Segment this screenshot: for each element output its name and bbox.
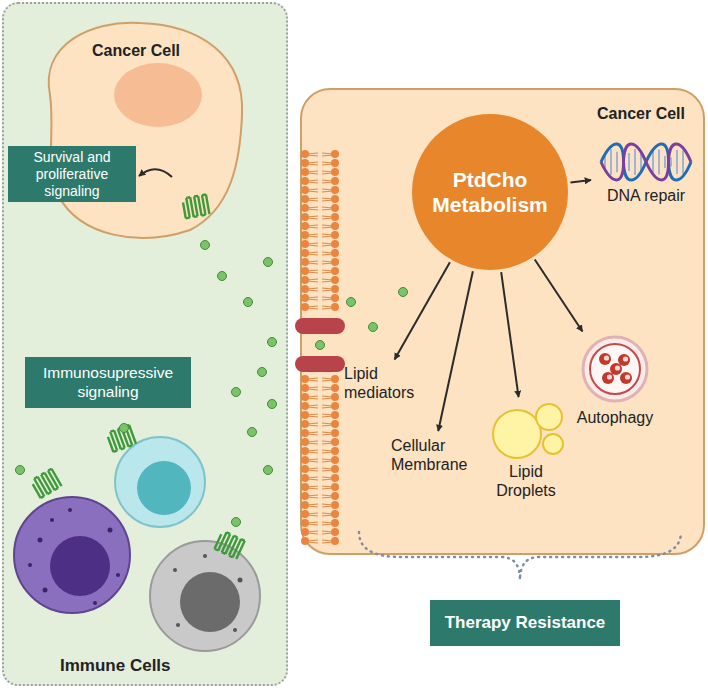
node-text: Lipid Droplets (480, 462, 572, 500)
node-text: DNA repair (594, 186, 698, 205)
group-label: Immune Cells (60, 656, 171, 676)
node-text: PtdCho Metabolism (422, 167, 558, 217)
lymphocyte (115, 437, 205, 527)
lipid-mediator-dots (16, 241, 277, 527)
node-text: Survival and proliferative signaling (12, 149, 132, 199)
process-label: Autophagy (570, 334, 660, 427)
node-text: Lipid mediators (344, 364, 418, 402)
lipid-dot (316, 341, 325, 350)
immune-cell-grey (150, 541, 260, 651)
connector (438, 271, 473, 431)
cancer-cell: Cancer Cell (30, 15, 255, 245)
cancer-cell: Cancer CellPtdCho MetabolismLipid mediat… (300, 88, 705, 555)
result-box: Therapy Resistance (430, 600, 620, 646)
node-text: Autophagy (570, 408, 660, 427)
receptor (182, 194, 209, 218)
process-label: Cellular Membrane (387, 434, 479, 476)
phospholipid-bilayer (301, 150, 339, 545)
signal-box: Immunosupressive signaling (25, 357, 191, 408)
autophagy-icon (578, 334, 652, 404)
process-label: DNA repair (594, 142, 698, 205)
node-text: Cancer Cell (92, 41, 255, 60)
connector (501, 272, 518, 397)
metabolism-circle: PtdCho Metabolism (412, 114, 568, 270)
channel (295, 356, 345, 372)
process-label: Lipid mediators (340, 362, 422, 404)
lipid-droplet-icon (481, 400, 571, 460)
macrophage (14, 497, 130, 613)
nucleus (114, 63, 202, 127)
connector (535, 260, 583, 332)
lipid-dot (369, 323, 378, 332)
process-label: Lipid Droplets (480, 400, 572, 500)
signal-box: Survival and proliferative signaling (8, 146, 136, 202)
bracket (359, 532, 681, 580)
node-text: Cancer Cell (302, 104, 685, 123)
lipid-dot (347, 298, 356, 307)
lipid-dot (399, 288, 408, 297)
connector (395, 262, 450, 359)
connector (139, 169, 172, 177)
node-text: Cellular Membrane (391, 436, 475, 474)
connector (570, 180, 591, 182)
dna-icon (596, 142, 696, 182)
channel (295, 318, 345, 334)
node-text: Immunosupressive signaling (31, 364, 185, 401)
node-text: Therapy Resistance (445, 613, 606, 633)
receptor (31, 425, 245, 559)
